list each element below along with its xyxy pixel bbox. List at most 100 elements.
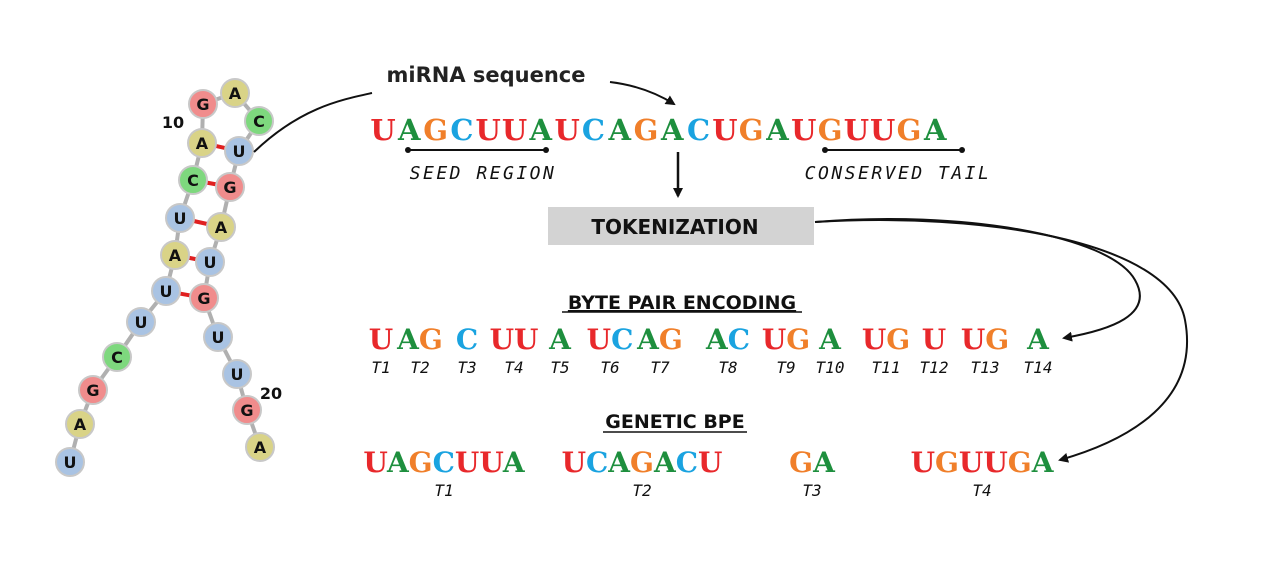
sequence-letter: A: [660, 113, 684, 147]
sequence-letter: G: [423, 113, 448, 147]
sequence-letter: U: [554, 113, 579, 147]
nucleotide-letter: A: [229, 84, 242, 103]
nucleotide-letter: U: [233, 142, 246, 161]
nucleotide-letter: U: [212, 328, 225, 347]
nucleotide-node: A: [160, 240, 190, 270]
nucleotide-letter: C: [187, 171, 199, 190]
genetic-bpe-arrow: [814, 219, 1188, 463]
nucleotide-node: A: [65, 409, 95, 439]
seed-region-bracket: [405, 147, 549, 153]
token-label: T11: [872, 358, 901, 377]
token-label: T2: [632, 481, 651, 500]
nucleotide-node: G: [232, 395, 262, 425]
token-text: AC: [705, 323, 750, 356]
token-label: T3: [457, 358, 476, 377]
sequence-letter: A: [923, 113, 947, 147]
nucleotide-letter: A: [215, 218, 228, 237]
nucleotide-letter: G: [197, 289, 210, 308]
sequence-letter: G: [897, 113, 922, 147]
nucleotide-node: G: [215, 172, 245, 202]
sequence-letter: G: [818, 113, 843, 147]
nucleotide-letter: A: [169, 246, 182, 265]
mirna-sequence-label: miRNA sequence: [387, 63, 586, 87]
token-label: T2: [410, 358, 429, 377]
sequence-letter: U: [712, 113, 737, 147]
token: AT5: [548, 323, 572, 377]
hairpin-label-10: 10: [162, 113, 184, 132]
nucleotide-node: U: [126, 307, 156, 337]
token: UT1: [369, 323, 393, 377]
nucleotide-letter: A: [74, 415, 87, 434]
sequence-letter: U: [844, 113, 869, 147]
hairpin-to-label-connector: [253, 92, 373, 153]
token-text: UG: [762, 323, 810, 356]
sequence-letter: U: [791, 113, 816, 147]
nucleotide-node: C: [244, 106, 274, 136]
sequence-letter: U: [502, 113, 527, 147]
nucleotide-node: G: [78, 375, 108, 405]
token: AG T2: [396, 323, 443, 377]
nucleotide-node: U: [195, 247, 225, 277]
bpe-title: BYTE PAIR ENCODING: [568, 292, 796, 314]
sequence-letter: G: [634, 113, 659, 147]
token-label: T7: [650, 358, 670, 377]
nucleotide-letter: U: [231, 365, 244, 384]
token-label: T1: [434, 481, 453, 500]
sequence-letter: U: [370, 113, 395, 147]
nucleotide-node: G: [188, 89, 218, 119]
token-label: T6: [600, 358, 619, 377]
nucleotide-letter: U: [174, 209, 187, 228]
token-text: A: [1026, 323, 1050, 356]
seed-region-label: SEED REGION: [410, 163, 557, 184]
label-to-sequence-arrow: [609, 81, 676, 106]
hairpin-label-20: 20: [260, 384, 282, 403]
tokenization-box: [548, 207, 814, 245]
nucleotide-letter: G: [196, 95, 209, 114]
nucleotide-letter: G: [240, 401, 253, 420]
nucleotide-node: A: [187, 128, 217, 158]
token-label: T10: [816, 358, 845, 377]
token-text: AG: [396, 323, 443, 356]
nucleotide-node: U: [55, 447, 85, 477]
bpe-tokens: UT1AGT2CT3UUT4AT5UCT6AGT7ACT8UGT9AT10UGT…: [369, 323, 1053, 377]
nucleotide-letter: C: [253, 112, 265, 131]
sequence-letter: A: [529, 113, 553, 147]
token: UCAGACU T2: [562, 446, 723, 500]
sequence-letter: A: [397, 113, 421, 147]
nucleotide-node: A: [220, 78, 250, 108]
token: AG T7: [636, 323, 683, 377]
nucleotide-node: C: [102, 342, 132, 372]
nucleotide-letter: U: [204, 253, 217, 272]
token-label: T4: [972, 481, 991, 500]
nucleotide-letter: G: [223, 178, 236, 197]
sequence-letter: A: [765, 113, 789, 147]
bpe-arrow: [814, 218, 1141, 342]
sequence-letter: U: [870, 113, 895, 147]
nucleotide-node: U: [224, 136, 254, 166]
sequence-letter: A: [607, 113, 631, 147]
sequence-letter: C: [582, 113, 605, 147]
sequence-letter: U: [476, 113, 501, 147]
token-text: U: [369, 323, 393, 356]
token: CT3: [456, 323, 478, 377]
genetic-bpe-title: GENETIC BPE: [605, 411, 744, 433]
nucleotide-node: A: [206, 212, 236, 242]
base-pair-bond: [193, 219, 208, 226]
token-text: UCAGACU: [562, 446, 723, 479]
token-text: UGUUGA: [911, 446, 1055, 479]
token-text: AG: [636, 323, 683, 356]
token-label: T14: [1024, 358, 1053, 377]
nucleotide-node: C: [178, 165, 208, 195]
